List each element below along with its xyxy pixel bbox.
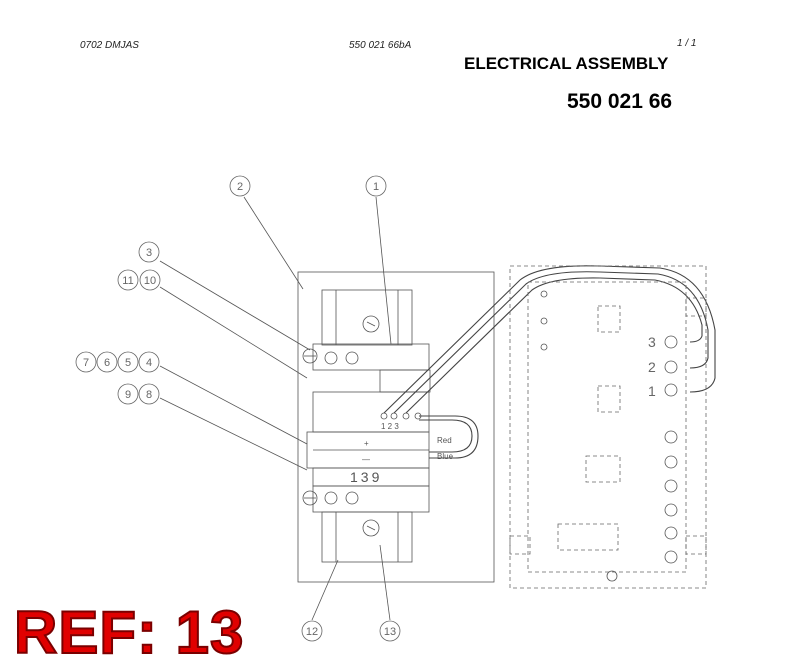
screw-icon <box>302 348 318 364</box>
relay-body <box>379 369 431 393</box>
drawing-title: ELECTRICAL ASSEMBLY <box>464 54 669 73</box>
svg-text:5: 5 <box>125 357 131 369</box>
callout-5: 5 <box>117 351 139 373</box>
lower-bracket <box>321 511 413 563</box>
svg-text:2: 2 <box>237 181 243 193</box>
board-terminal-screws <box>664 335 678 564</box>
callout-12: 12 <box>301 620 323 642</box>
callout-6: 6 <box>96 351 118 373</box>
callout-11: 11 <box>117 269 139 291</box>
callout-1: 1 <box>365 175 387 197</box>
file-reference: 550 021 66bA <box>349 40 412 51</box>
callout-10: 10 <box>139 269 161 291</box>
wire-label-red: Red <box>437 436 452 445</box>
svg-text:11: 11 <box>122 275 133 287</box>
screw-icon <box>302 490 318 506</box>
washer-icon <box>345 351 359 365</box>
washer-icon <box>324 491 338 505</box>
svg-text:1: 1 <box>373 181 379 193</box>
callout-7: 7 <box>75 351 97 373</box>
washer-icon <box>324 351 338 365</box>
callout-9: 9 <box>117 383 139 405</box>
washer-icon <box>345 491 359 505</box>
svg-text:12: 12 <box>306 626 318 638</box>
upper-bracket <box>321 289 413 346</box>
board-terminal-3: 3 <box>648 334 656 350</box>
ref-label: REF: 13 <box>13 598 245 667</box>
board-terminal-2: 2 <box>648 359 656 375</box>
plus-sign: + <box>364 439 369 448</box>
page-indicator: 1 / 1 <box>677 38 697 49</box>
svg-text:6: 6 <box>104 357 110 369</box>
doc-code: 0702 DMJAS <box>80 40 139 51</box>
svg-text:9: 9 <box>125 389 131 401</box>
leader-lines <box>159 196 392 621</box>
svg-text:3: 3 <box>146 247 152 259</box>
wire-label-blue: Blue <box>437 452 454 461</box>
svg-text:4: 4 <box>146 357 152 369</box>
mounting-plate <box>297 271 495 583</box>
part-number: 550 021 66 <box>567 90 673 113</box>
svg-text:10: 10 <box>144 275 156 287</box>
minus-sign: — <box>362 455 370 464</box>
svg-text:13: 13 <box>384 626 396 638</box>
middle-housing <box>312 391 430 433</box>
terminal-numbers: 1 2 3 <box>381 422 399 431</box>
svg-text:7: 7 <box>83 357 89 369</box>
lower-clamp-strip <box>312 485 430 513</box>
svg-text:8: 8 <box>146 389 152 401</box>
callout-3: 3 <box>138 241 160 263</box>
callout-2: 2 <box>229 175 251 197</box>
callout-13: 13 <box>379 620 401 642</box>
component-code: 139 <box>350 469 382 485</box>
callout-8: 8 <box>138 383 160 405</box>
board-terminal-1: 1 <box>648 383 656 399</box>
callout-4: 4 <box>138 351 160 373</box>
circuit-board <box>509 265 707 589</box>
upper-clamp-strip <box>312 343 430 371</box>
